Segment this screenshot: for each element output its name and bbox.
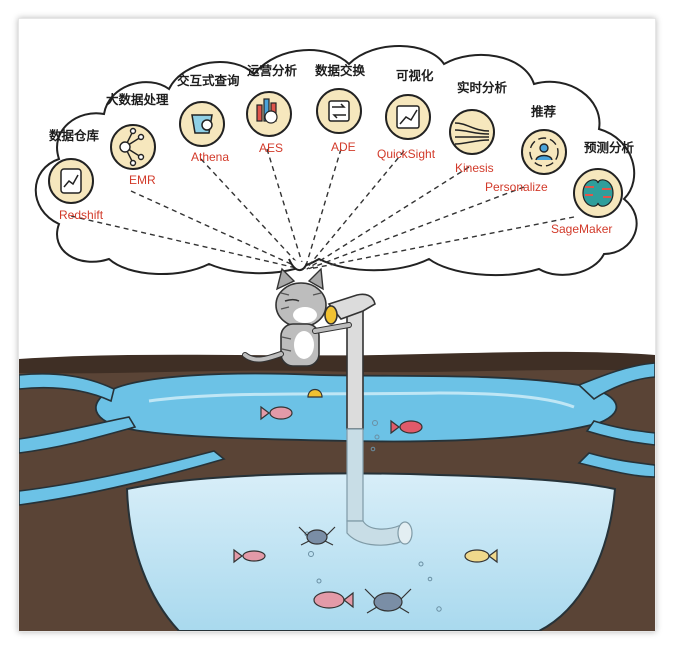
illustration-frame: 数据仓库 Redshift 大数据处理 EMR 交互式查询 Athena 运营分… [18,18,656,632]
category-label: 数据交换 [314,63,366,78]
line-chart-icon [396,105,420,129]
bar-chart-magnifier-icon [256,98,278,124]
product-label: QuickSight [377,147,436,161]
category-label: 推荐 [531,104,557,119]
category-label: 可视化 [396,68,434,83]
water-streams [19,362,655,506]
stream-lines-icon [454,122,490,145]
product-label: AES [259,141,283,155]
cloud-tail [288,258,308,271]
lower-lake [125,472,617,631]
person-cycle-icon [529,137,559,167]
category-label: 大数据处理 [106,92,169,107]
cat-character [242,267,352,367]
database-chart-icon [60,168,82,194]
service-athena: 交互式查询 Athena [177,73,240,164]
brain-circuit-icon [582,179,614,207]
product-label: Personalize [485,180,548,194]
service-ade: 数据交换 ADE [314,63,366,154]
category-label: 实时分析 [457,80,508,95]
service-kinesis: 实时分析 Kinesis [449,80,508,175]
telescope-pipe [324,293,413,546]
product-label: Redshift [59,208,104,222]
crab [298,526,412,614]
service-emr: 大数据处理 EMR [106,92,169,187]
fish [233,405,498,609]
network-nodes-icon [119,127,145,167]
category-label: 数据仓库 [48,128,100,143]
product-label: Athena [191,150,229,164]
category-label: 预测分析 [584,140,635,155]
thought-cloud [34,45,638,277]
service-redshift: 数据仓库 Redshift [48,128,104,222]
bucket-magnifier-icon [191,114,213,134]
service-sagemaker: 预测分析 SageMaker [551,140,635,236]
product-label: ADE [331,140,356,154]
category-label: 运营分析 [247,63,298,78]
data-lake-illustration: 数据仓库 Redshift 大数据处理 EMR 交互式查询 Athena 运营分… [19,45,655,631]
product-label: EMR [129,173,156,187]
service-aes: 运营分析 AES [246,63,298,155]
data-exchange-icon [328,100,350,122]
product-label: SageMaker [551,222,612,236]
service-personalize: 推荐 Personalize [485,104,567,194]
service-quicksight: 可视化 QuickSight [377,68,436,161]
product-label: Kinesis [455,161,494,175]
category-label: 交互式查询 [177,73,240,88]
dashed-beams [70,148,575,270]
shell [307,388,323,398]
